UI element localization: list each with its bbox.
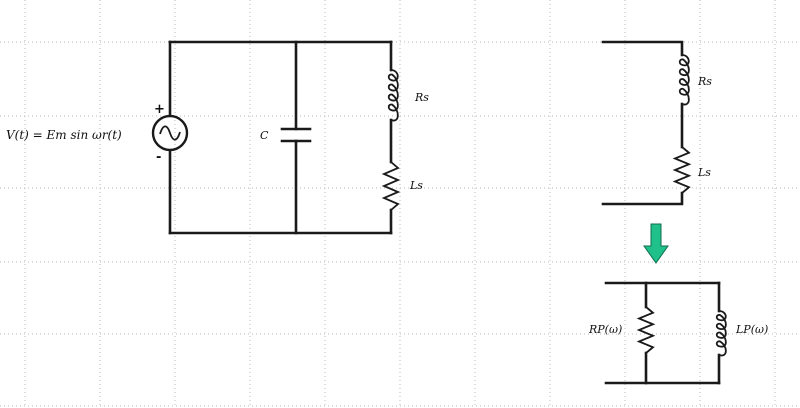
parallel-resistor-zigzag-icon [636, 306, 656, 354]
source-equation-label: V(t) = Em sin ωr(t) [6, 128, 122, 142]
series-inductor-coil-icon [387, 69, 399, 122]
right-series-resistance-label: Rs [697, 75, 712, 88]
right-bottom-wire [601, 191, 684, 206]
right-top-wire [601, 40, 684, 57]
down-arrow-icon [643, 223, 669, 264]
capacitor-label: C [260, 129, 269, 142]
series-inductance-label: Ls [409, 179, 423, 192]
ac-source-icon [151, 114, 189, 152]
series-equivalent-circuit: Rs Ls [601, 40, 712, 206]
source-minus-sign: - [156, 150, 161, 165]
source-plus-sign: + [154, 102, 165, 117]
right-resistor-zigzag-icon [672, 146, 692, 194]
parallel-inductance-label: LP(ω) [735, 323, 768, 336]
main-circuit: + - V(t) = Em sin ωr(t) C Rs Ls [6, 40, 429, 235]
parallel-inductor-coil-icon [715, 310, 727, 357]
right-series-inductance-label: Ls [697, 166, 711, 179]
parallel-equivalent-circuit: RP(ω) LP(ω) [588, 281, 768, 385]
parallel-resistance-label: RP(ω) [588, 323, 622, 336]
right-inductor-coil-icon [678, 54, 690, 106]
series-resistance-label: Rs [414, 91, 429, 104]
capacitor-icon [280, 127, 312, 143]
series-resistor-zigzag-icon [381, 161, 401, 211]
